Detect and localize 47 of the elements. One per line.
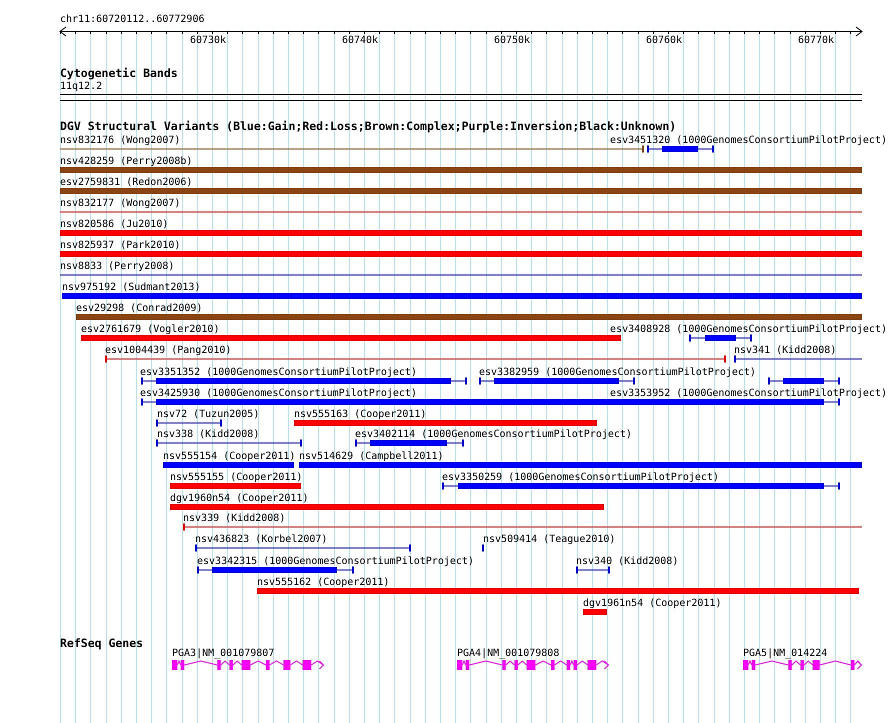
- variant-label: esv3350259 (1000GenomesConsortiumPilotProject): [442, 472, 719, 483]
- scale-tick-label: 60730k: [190, 35, 226, 46]
- scale-tick-label: 60750k: [494, 35, 530, 46]
- variant-label: esv3425930 (1000GenomesConsortiumPilotProject): [140, 388, 417, 399]
- variant-label: esv3402114 (1000GenomesConsortiumPilotProject): [355, 429, 632, 440]
- variant-label: nsv338 (Kidd2008): [157, 429, 260, 440]
- gene-label: PGA3|NM_001079807: [172, 648, 274, 659]
- variant-label: nsv825937 (Park2010): [60, 240, 180, 251]
- track-title: DGV Structural Variants (Blue:Gain;Red:Loss;Brown:Complex;Purple:Inversion;Black:Unknown): [60, 120, 676, 133]
- variant-label: nsv428259 (Perry2008b): [60, 156, 192, 167]
- scale-tick-label: 60740k: [342, 35, 378, 46]
- variant-label: esv3342315 (1000GenomesConsortiumPilotProject): [197, 556, 474, 567]
- variant-label: esv3351352 (1000GenomesConsortiumPilotProject): [140, 367, 417, 378]
- track-title: Cytogenetic Bands: [60, 67, 178, 80]
- gene-label: PGA5|NM_014224: [743, 648, 828, 659]
- gene-label: PGA4|NM_001079808: [457, 648, 560, 659]
- variant-label: dgv1960n54 (Cooper2011): [170, 493, 308, 504]
- scale-tick-label: 60760k: [646, 35, 682, 46]
- variant-label: esv2761679 (Vogler2010): [81, 324, 220, 335]
- variant-label: nsv341 (Kidd2008): [734, 345, 836, 356]
- variant-label: dgv1961n54 (Cooper2011): [583, 598, 722, 609]
- variant-label: nsv832176 (Wong2007): [60, 135, 180, 146]
- variant-label: esv3382959 (1000GenomesConsortiumPilotProject): [479, 367, 756, 378]
- variant-label: nsv975192 (Sudmant2013): [62, 282, 200, 293]
- variant-label: esv3353952 (1000GenomesConsortiumPilotProject): [610, 388, 887, 399]
- variant-label: esv29298 (Conrad2009): [76, 303, 202, 314]
- band-label: 11q12.2: [60, 81, 102, 92]
- variant-label: nsv509414 (Teague2010): [483, 534, 616, 545]
- variant-label: nsv8833 (Perry2008): [60, 261, 174, 272]
- variant-label: nsv555154 (Cooper2011): [163, 451, 296, 462]
- variant-label: nsv514629 (Campbell2011): [299, 451, 444, 462]
- variant-label: nsv555155 (Cooper2011): [170, 472, 302, 483]
- variant-label: esv2759831 (Redon2006): [60, 177, 192, 188]
- variant-label: esv3451320 (1000GenomesConsortiumPilotProject): [610, 135, 887, 146]
- track-title: RefSeq Genes: [60, 637, 144, 650]
- variant-label: esv1004439 (Pang2010): [105, 345, 232, 356]
- variant-label: nsv555163 (Cooper2011): [294, 409, 426, 420]
- variant-label: nsv820586 (Ju2010): [60, 219, 168, 230]
- variant-label: nsv436823 (Korbel2007): [195, 534, 328, 545]
- variant-label: esv3408928 (1000GenomesConsortiumPilotProject): [610, 324, 887, 335]
- variant-label: nsv555162 (Cooper2011): [257, 577, 390, 588]
- variant-label: nsv339 (Kidd2008): [183, 513, 286, 524]
- coordinate-label: chr11:60720112..60772906: [60, 14, 204, 25]
- variant-label: nsv72 (Tuzun2005): [157, 409, 260, 420]
- variant-label: nsv340 (Kidd2008): [576, 556, 678, 567]
- variant-label: nsv832177 (Wong2007): [60, 198, 180, 209]
- scale-tick-label: 60770k: [798, 35, 834, 46]
